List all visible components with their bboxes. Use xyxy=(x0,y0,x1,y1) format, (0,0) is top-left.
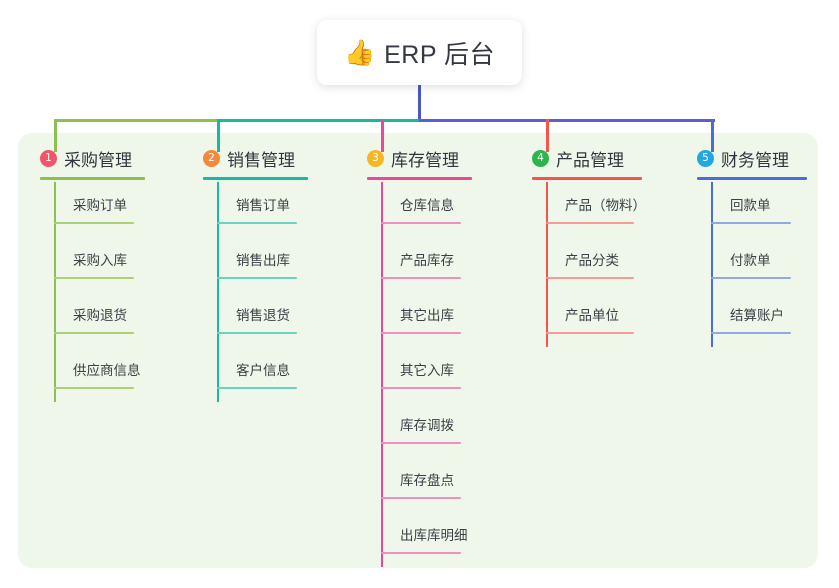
list-item-rule xyxy=(546,332,634,334)
drop-line-1 xyxy=(54,119,57,152)
list-item-rule xyxy=(381,222,461,224)
list-item-label: 销售退货 xyxy=(236,308,290,323)
list-item-rule xyxy=(711,222,791,224)
column-spine-3 xyxy=(381,182,383,567)
column-销售管理: 2 销售管理销售订单销售出库销售退货客户信息 xyxy=(203,145,308,402)
drop-line-4 xyxy=(546,119,549,152)
list-item-rule xyxy=(217,387,297,389)
list-item-label: 其它出库 xyxy=(400,308,454,323)
column-badge-2: 2 xyxy=(203,149,220,167)
list-item-label: 付款单 xyxy=(730,253,771,268)
list-item-label: 库存盘点 xyxy=(400,473,454,488)
list-item-rule xyxy=(381,332,461,334)
diagram-background-panel xyxy=(18,133,818,568)
column-badge-4: 4 xyxy=(532,149,549,167)
list-item-rule xyxy=(217,277,297,279)
column-badge-5: 5 xyxy=(697,149,714,167)
root-node-label: ERP 后台 xyxy=(384,40,496,69)
list-item-label: 采购订单 xyxy=(73,198,127,213)
list-item-label: 出库库明细 xyxy=(400,528,468,543)
column-spine-2 xyxy=(217,182,219,402)
column-badge-3: 3 xyxy=(367,149,384,167)
list-item-label: 采购入库 xyxy=(73,253,127,268)
column-title-1: 采购管理 xyxy=(64,150,132,170)
column-header-1[interactable]: 1 采购管理 xyxy=(40,145,145,180)
list-item-label: 仓库信息 xyxy=(400,198,454,213)
list-item-label: 销售订单 xyxy=(236,198,290,213)
list-item-label: 库存调拨 xyxy=(400,418,454,433)
column-header-rule-2 xyxy=(203,177,308,180)
column-spine-1 xyxy=(54,182,56,402)
list-item-label: 供应商信息 xyxy=(73,363,141,378)
column-产品管理: 4 产品管理产品（物料） 产品分类产品单位 xyxy=(532,145,646,347)
list-item-label: 产品单位 xyxy=(565,308,619,323)
drop-line-3 xyxy=(381,119,384,152)
list-item-rule xyxy=(54,222,134,224)
column-header-4[interactable]: 4 产品管理 xyxy=(532,145,642,180)
column-header-rule-3 xyxy=(367,177,472,180)
trunk-line xyxy=(417,85,421,122)
list-item-label: 销售出库 xyxy=(236,253,290,268)
root-node[interactable]: 👍 ERP 后台 xyxy=(317,20,522,85)
column-title-3: 库存管理 xyxy=(391,150,459,170)
list-item-rule xyxy=(381,387,461,389)
bus-segment-teal xyxy=(218,119,419,122)
column-header-3[interactable]: 3 库存管理 xyxy=(367,145,472,180)
column-spine-4 xyxy=(546,182,548,347)
list-item-rule xyxy=(381,442,461,444)
list-item-label: 客户信息 xyxy=(236,363,290,378)
list-item-rule xyxy=(54,332,134,334)
list-item-rule xyxy=(711,277,791,279)
list-item-rule xyxy=(54,387,134,389)
list-item-rule xyxy=(54,277,134,279)
drop-line-5 xyxy=(711,119,714,152)
bus-segment-green xyxy=(55,119,218,122)
list-item-rule xyxy=(546,277,634,279)
column-header-rule-4 xyxy=(532,177,642,180)
column-header-2[interactable]: 2 销售管理 xyxy=(203,145,308,180)
list-item-rule xyxy=(217,222,297,224)
column-spine-5 xyxy=(711,182,713,347)
list-item-rule xyxy=(217,332,297,334)
column-header-rule-5 xyxy=(697,177,807,180)
list-item-rule xyxy=(381,497,461,499)
drop-line-2 xyxy=(217,119,220,152)
list-item-label: 采购退货 xyxy=(73,308,127,323)
list-item-label: 其它入库 xyxy=(400,363,454,378)
list-item-label: 回款单 xyxy=(730,198,771,213)
list-item-label: 结算账户 xyxy=(730,308,784,323)
column-采购管理: 1 采购管理采购订单采购入库采购退货供应商信息 xyxy=(40,145,145,402)
list-item-label: 产品（物料） xyxy=(565,198,646,213)
column-badge-1: 1 xyxy=(40,149,57,167)
bus-segment-purple xyxy=(419,119,715,122)
column-header-rule-1 xyxy=(40,177,145,180)
column-title-2: 销售管理 xyxy=(227,150,295,170)
column-库存管理: 3 库存管理仓库信息产品库存其它出库其它入库库存调拨库存盘点出库库明细 xyxy=(367,145,472,567)
thumbs-up-emoji: 👍 xyxy=(343,38,376,67)
column-header-5[interactable]: 5 财务管理 xyxy=(697,145,807,180)
list-item-rule xyxy=(381,552,461,554)
list-item-label: 产品库存 xyxy=(400,253,454,268)
column-财务管理: 5 财务管理回款单付款单结算账户 xyxy=(697,145,807,347)
list-item-rule xyxy=(546,222,634,224)
list-item-label: 产品分类 xyxy=(565,253,619,268)
list-item-rule xyxy=(711,332,791,334)
column-title-4: 产品管理 xyxy=(556,150,624,170)
list-item-rule xyxy=(381,277,461,279)
column-title-5: 财务管理 xyxy=(721,150,789,170)
